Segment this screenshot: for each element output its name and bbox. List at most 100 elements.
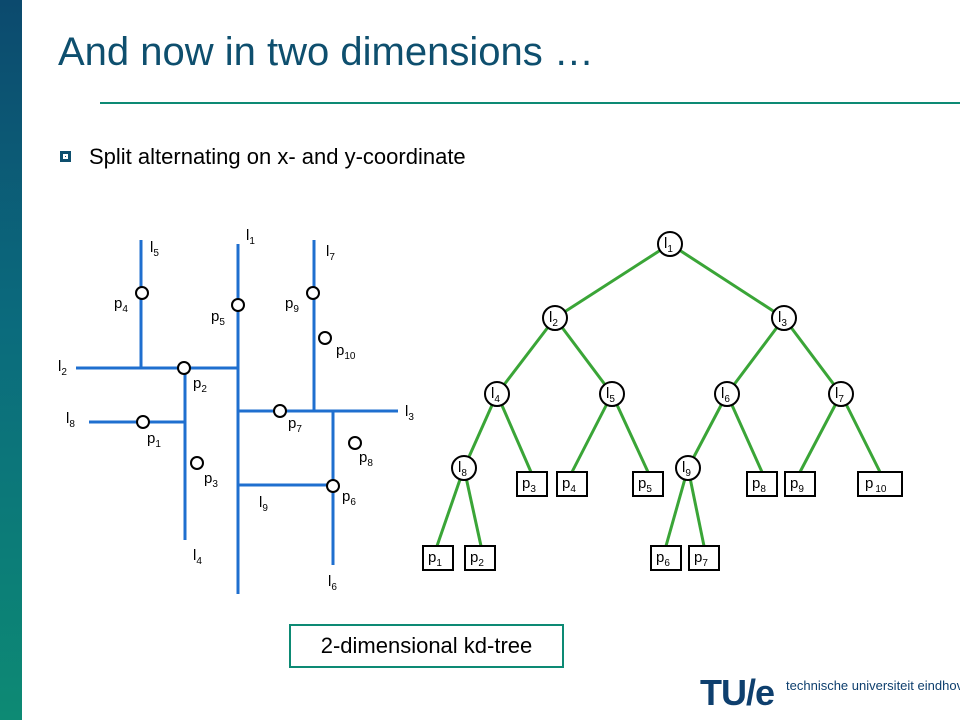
tree-leaf-p4: p4 [556,471,588,497]
svg-text:p3: p3 [522,475,536,495]
edge-l1-l3 [669,242,785,320]
tree-internal-nodes: l1 l2 l3 l4 l5 l6 l7 l8 [451,231,854,481]
label-p7: p7 [288,415,302,435]
svg-text:l5: l5 [606,385,615,405]
tree-leaf-p2: p2 [464,545,496,571]
label-l6: l6 [328,573,337,593]
point-p8 [348,436,362,450]
point-p3 [190,456,204,470]
label-p5: p5 [211,308,225,328]
edge-l5-p5 [610,393,650,473]
tree-leaf-p8: p8 [746,471,778,497]
svg-text:l2: l2 [549,309,558,329]
label-l7: l7 [326,243,335,263]
label-l5: l5 [150,239,159,259]
label-p9: p9 [285,295,299,315]
tree-node-l2: l2 [542,305,568,331]
tree-node-l9: l9 [675,455,701,481]
edge-l4-p3 [495,393,533,473]
svg-text:l4: l4 [491,385,500,405]
label-l1: l1 [246,227,255,247]
label-p6: p6 [342,488,356,508]
edge-l8-p1 [435,467,466,547]
edge-l3-l7 [782,317,843,395]
label-p1: p1 [147,430,161,450]
label-p3: p3 [204,470,218,490]
tree-leaf-p9: p9 [784,471,816,497]
label-p4: p4 [114,295,128,315]
figure-caption: 2-dimensional kd-tree [289,624,564,668]
logo-text: technische universiteit eindhoven [786,677,960,693]
title-divider [100,102,960,104]
edge-l6-p8 [725,393,764,473]
tree-edges [435,242,882,547]
tree-node-l4: l4 [484,381,510,407]
sidebar-gradient [0,0,22,720]
label-l9: l9 [259,494,268,514]
svg-text:l7: l7 [835,385,844,405]
tree-node-l3: l3 [771,305,797,331]
svg-text:p5: p5 [638,475,652,495]
plane-points [135,286,362,493]
svg-text:p4: p4 [562,475,576,495]
point-p1 [136,415,150,429]
tree-leaf-p5: p5 [632,471,664,497]
edge-l4-l8 [462,393,499,469]
svg-text:p8: p8 [752,475,766,495]
plane-labels: l1 l2 l3 l4 l5 l6 l7 l8 l9 p1 p2 p3 p4 p… [58,227,414,593]
edge-l2-l4 [495,317,557,395]
svg-text:l9: l9 [682,459,691,479]
label-p10: p10 [336,342,356,362]
label-p8: p8 [359,449,373,469]
point-p10 [318,331,332,345]
edge-l7-p9 [798,393,843,473]
label-l2: l2 [58,358,67,378]
edge-l5-p4 [570,393,614,473]
edge-l9-p7 [686,467,706,547]
tree-leaf-p1: p1 [422,545,454,571]
svg-text:p7: p7 [694,549,708,569]
tree-node-l6: l6 [714,381,740,407]
point-p9 [306,286,320,300]
svg-text:l8: l8 [458,459,467,479]
svg-text:l1: l1 [664,235,673,255]
svg-text:p2: p2 [470,549,484,569]
plane-subdivision [76,240,398,594]
edge-l7-p10 [839,393,882,473]
point-p2 [177,361,191,375]
tree-leaf-p3: p3 [516,471,548,497]
svg-text:l6: l6 [721,385,730,405]
label-p2: p2 [193,375,207,395]
svg-text:p10: p10 [865,475,887,495]
tree-node-l7: l7 [828,381,854,407]
edge-l9-p6 [664,467,690,547]
bullet-item: Split alternating on x- and y-coordinate [60,144,466,170]
tree-node-l5: l5 [599,381,625,407]
slide-title: And now in two dimensions … [58,30,594,74]
square-bullet-icon [60,151,71,162]
point-p5 [231,298,245,312]
svg-text:p1: p1 [428,549,442,569]
tree-node-l1: l1 [657,231,683,257]
edge-l1-l2 [554,242,671,320]
svg-text:p9: p9 [790,475,804,495]
tree-node-l8: l8 [451,455,477,481]
label-l4: l4 [193,547,202,567]
point-p4 [135,286,149,300]
tree-leaf-p6: p6 [650,545,682,571]
edge-l2-l5 [553,317,614,395]
svg-text:p6: p6 [656,549,670,569]
point-p7 [273,404,287,418]
svg-text:l3: l3 [778,309,787,329]
bullet-text: Split alternating on x- and y-coordinate [89,144,466,169]
label-l8: l8 [66,410,75,430]
edge-l3-l6 [725,317,786,395]
label-l3: l3 [405,403,414,423]
tree-leaf-p7: p7 [688,545,720,571]
edge-l8-p2 [462,467,483,547]
point-p6 [326,479,340,493]
